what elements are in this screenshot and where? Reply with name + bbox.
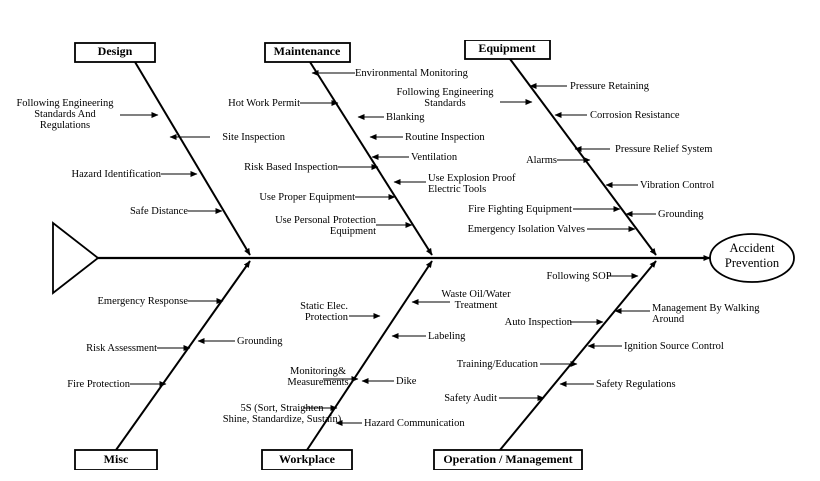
equipment-cause-corrosion-resistance-label: Corrosion Resistance xyxy=(590,110,680,121)
equipment-cause-following-engineering-standards-label: Standards xyxy=(424,98,465,109)
equipment-cause-pressure-relief-system-label: Pressure Relief System xyxy=(615,144,712,155)
workplace-cause-5s-sort-straighten-shine-standardize-sustain-label: 5S (Sort, Straighten xyxy=(240,403,324,414)
design-bone-line xyxy=(134,61,251,256)
design-cause-following-engineering-standards-and-regulations-label: Regulations xyxy=(40,120,90,131)
equipment-bone-line xyxy=(509,58,657,256)
workplace-cause-5s-sort-straighten-shine-standardize-sustain-label: Shine, Standardize, Sustain) xyxy=(223,414,342,425)
maintenance-cause-blanking-label: Blanking xyxy=(386,112,425,123)
effect-ellipse xyxy=(709,233,795,283)
workplace-cause-static-elec-protection-label: Protection xyxy=(305,312,349,323)
maintenance-category-box xyxy=(264,42,351,63)
maintenance-cause-hot-work-permit-label: Hot Work Permit xyxy=(228,98,300,109)
maintenance-category-label: Maintenance xyxy=(274,44,341,58)
operation-cause-auto-inspection-label: Auto Inspection xyxy=(505,317,573,328)
workplace-cause-monitoring-measurements-label: Monitoring& xyxy=(290,366,346,377)
maintenance-cause-routine-inspection-label: Routine Inspection xyxy=(405,132,485,143)
equipment-category-label: Equipment xyxy=(478,41,535,55)
maintenance-cause-use-personal-protection-equipment-label: Use Personal Protection xyxy=(275,215,377,226)
misc-cause-risk-assessment-label: Risk Assessment xyxy=(86,343,157,354)
misc-cause-grounding-label: Grounding xyxy=(237,336,283,347)
equipment-category-box xyxy=(464,40,551,60)
equipment-cause-pressure-retaining-label: Pressure Retaining xyxy=(570,81,650,92)
workplace-cause-waste-oil-water-treatment-label: Treatment xyxy=(455,300,498,311)
operation-category-label: Operation / Management xyxy=(443,452,572,466)
operation-cause-safety-regulations-label: Safety Regulations xyxy=(596,379,676,390)
design-category-label: Design xyxy=(98,44,133,58)
workplace-category-label: Workplace xyxy=(279,452,336,466)
effect-label: Prevention xyxy=(725,256,780,270)
maintenance-cause-use-explosion-proof-electric-tools-label: Use Explosion Proof xyxy=(428,173,516,184)
misc-category-label: Misc xyxy=(104,452,129,466)
effect-label: Accident xyxy=(729,241,775,255)
design-category-box xyxy=(74,42,156,63)
operation-cause-management-by-walking-around-label: Management By Walking xyxy=(652,303,760,314)
fishbone-tail-triangle xyxy=(52,221,100,295)
operation-cause-training-education-label: Training/Education xyxy=(457,359,539,370)
design-cause-hazard-identification-label: Hazard Identification xyxy=(72,169,162,180)
misc-cause-fire-protection-label: Fire Protection xyxy=(67,379,130,390)
equipment-cause-alarms-label: Alarms xyxy=(526,155,557,166)
misc-cause-emergency-response-label: Emergency Response xyxy=(98,296,189,307)
equipment-cause-grounding-label: Grounding xyxy=(658,209,704,220)
workplace-bone-line xyxy=(306,260,433,451)
equipment-cause-emergency-isolation-valves-label: Emergency Isolation Valves xyxy=(468,224,585,235)
design-cause-safe-distance-label: Safe Distance xyxy=(130,206,188,217)
maintenance-cause-use-personal-protection-equipment-label: Equipment xyxy=(330,226,376,237)
maintenance-cause-environmental-monitoring-label: Environmental Monitoring xyxy=(355,68,469,79)
equipment-cause-following-engineering-standards-label: Following Engineering xyxy=(396,87,494,98)
workplace-cause-static-elec-protection-label: Static Elec. xyxy=(300,301,348,312)
equipment-cause-fire-fighting-equipment-label: Fire Fighting Equipment xyxy=(468,204,572,215)
maintenance-cause-use-proper-equipment-label: Use Proper Equipment xyxy=(259,192,355,203)
workplace-cause-monitoring-measurements-label: Measurements xyxy=(287,377,348,388)
operation-cause-management-by-walking-around-label: Around xyxy=(652,314,685,325)
design-cause-following-engineering-standards-and-regulations-label: Following Engineering xyxy=(16,98,114,109)
workplace-cause-labeling-label: Labeling xyxy=(428,331,466,342)
operation-cause-safety-audit-label: Safety Audit xyxy=(444,393,497,404)
workplace-cause-waste-oil-water-treatment-label: Waste Oil/Water xyxy=(441,289,511,300)
misc-category-box xyxy=(74,449,158,470)
design-cause-following-engineering-standards-and-regulations-label: Standards And xyxy=(34,109,96,120)
workplace-cause-dike-label: Dike xyxy=(396,376,417,387)
operation-bone-line xyxy=(499,260,657,451)
workplace-category-box xyxy=(261,449,353,470)
operation-cause-ignition-source-control-label: Ignition Source Control xyxy=(624,341,724,352)
maintenance-cause-use-explosion-proof-electric-tools-label: Electric Tools xyxy=(428,184,486,195)
operation-cause-following-sop-label: Following SOP xyxy=(546,271,611,282)
misc-bone-line xyxy=(115,260,251,451)
design-cause-site-inspection-label: Site Inspection xyxy=(222,132,285,143)
equipment-cause-vibration-control-label: Vibration Control xyxy=(640,180,714,191)
maintenance-cause-risk-based-inspection-label: Risk Based Inspection xyxy=(244,162,339,173)
operation-category-box xyxy=(433,449,583,470)
maintenance-cause-ventilation-label: Ventilation xyxy=(411,152,458,163)
workplace-cause-hazard-communication-label: Hazard Communication xyxy=(364,418,465,429)
